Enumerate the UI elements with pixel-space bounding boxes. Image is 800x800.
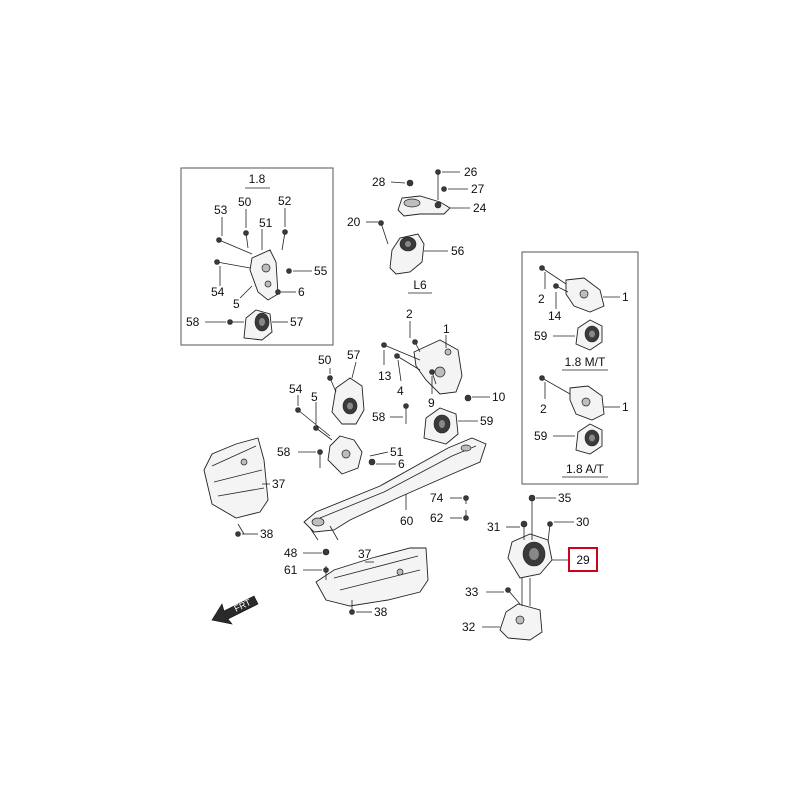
callout-9: 9: [428, 396, 435, 410]
callout-58: 58: [372, 410, 386, 424]
highlight-label: 29: [576, 553, 590, 567]
at-mount: [575, 423, 603, 455]
main-labels: 2 1 13 4 9 10 50 57 54 5 58 59 58 51 6 3…: [260, 307, 590, 634]
callout-26: 26: [464, 165, 478, 179]
callout-58: 58: [277, 445, 291, 459]
at-bracket: [569, 385, 605, 421]
callout-61: 61: [284, 563, 298, 577]
inset-1-8-caption: 1.8: [249, 172, 266, 186]
callout-54: 54: [211, 285, 225, 299]
mt-labels: 2 1 14 59: [534, 290, 629, 343]
callout-54: 54: [289, 382, 303, 396]
inset-mt-at-frame: [521, 251, 639, 485]
callout-56: 56: [451, 244, 465, 258]
callout-4: 4: [397, 384, 404, 398]
callout-5: 5: [233, 297, 240, 311]
callout-51: 51: [390, 445, 404, 459]
main-bracket-part-1: [413, 339, 463, 395]
callout-6: 6: [398, 457, 405, 471]
callout-55: 55: [314, 264, 328, 278]
highlight-callout-29[interactable]: 29: [568, 547, 598, 572]
callout-51: 51: [259, 216, 273, 230]
mt-bolts: [539, 265, 569, 293]
at-labels: 2 1 59: [534, 400, 629, 443]
callout-31: 31: [487, 520, 501, 534]
callout-59: 59: [534, 329, 548, 343]
at-bolts: [539, 375, 571, 395]
callout-38: 38: [374, 605, 388, 619]
callout-5: 5: [311, 390, 318, 404]
at-caption: 1.8 A/T: [566, 462, 605, 476]
callout-1: 1: [622, 400, 629, 414]
l6-caption: L6: [413, 278, 427, 292]
main-mount-part-59: [423, 407, 459, 445]
inset-1-8-frame: [180, 167, 334, 346]
callout-13: 13: [378, 369, 392, 383]
mt-mount: [575, 319, 603, 351]
at-leaders: [544, 382, 620, 437]
mt-leaders: [544, 272, 620, 337]
l6-leaders: [366, 171, 470, 252]
callout-59: 59: [480, 414, 494, 428]
l6-bolts: [378, 169, 447, 245]
callout-37: 37: [272, 477, 286, 491]
main-bracket-part-51: [327, 435, 363, 475]
callout-33: 33: [465, 585, 479, 599]
callout-1: 1: [443, 322, 450, 336]
highlight-box: [568, 547, 598, 572]
callout-50: 50: [238, 195, 252, 209]
callout-2: 2: [540, 402, 547, 416]
right-mount-part-29: [507, 533, 553, 579]
splash-shield-left-part-37: [203, 437, 269, 519]
callout-1: 1: [622, 290, 629, 304]
callout-32: 32: [462, 620, 476, 634]
callout-57: 57: [347, 348, 361, 362]
callout-74: 74: [430, 491, 444, 505]
callout-2: 2: [538, 292, 545, 306]
l6-upper-bracket: [397, 195, 451, 217]
callout-48: 48: [284, 546, 298, 560]
callout-50: 50: [318, 353, 332, 367]
callout-59: 59: [534, 429, 548, 443]
callout-28: 28: [372, 175, 386, 189]
callout-60: 60: [400, 514, 414, 528]
callout-2: 2: [406, 307, 413, 321]
inset-1-8-bolts: [214, 229, 292, 325]
l6-mount: [389, 233, 425, 275]
main-leaders: [242, 321, 574, 628]
splash-shield-lower-part-37: [315, 547, 429, 607]
front-direction-arrow: FRT: [211, 595, 259, 625]
callout-52: 52: [278, 194, 292, 208]
inset-1-8-leaders: [205, 208, 312, 323]
callout-27: 27: [471, 182, 485, 196]
callout-10: 10: [492, 390, 506, 404]
callout-35: 35: [558, 491, 572, 505]
callout-37: 37: [358, 547, 372, 561]
callout-58: 58: [186, 315, 200, 329]
inset-1-8-labels: 53 50 52 51 55 54 5 6 58 57: [186, 194, 328, 329]
callout-57: 57: [290, 315, 304, 329]
callout-24: 24: [473, 201, 487, 215]
inset-1-8-mount: [243, 309, 273, 341]
main-bolts: [235, 339, 553, 615]
callout-20: 20: [347, 215, 361, 229]
callout-38: 38: [260, 527, 274, 541]
mt-caption: 1.8 M/T: [565, 355, 606, 369]
mt-bracket: [565, 277, 605, 313]
main-bracket-part-57: [331, 377, 365, 425]
callout-14: 14: [548, 309, 562, 323]
crossmember-part-60: [303, 437, 487, 541]
callout-53: 53: [214, 203, 228, 217]
right-bracket-part-32: [499, 578, 543, 641]
inset-1-8-bracket: [249, 249, 279, 301]
callout-62: 62: [430, 511, 444, 525]
callout-6: 6: [298, 285, 305, 299]
callout-30: 30: [576, 515, 590, 529]
l6-labels: 28 26 27 20 24 56: [347, 165, 487, 258]
